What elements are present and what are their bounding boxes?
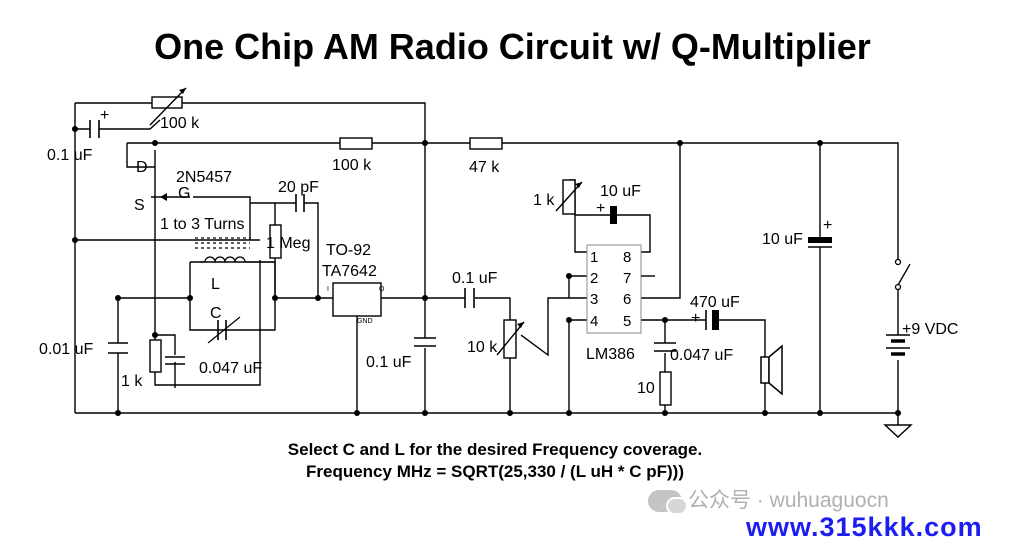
- page-title: One Chip AM Radio Circuit w/ Q-Multiplie…: [154, 26, 871, 67]
- r-100k-symbol: [339, 137, 373, 150]
- c-0047b-label: 0.047 uF: [670, 347, 733, 364]
- r-1meg-symbol: [269, 224, 282, 259]
- wechat-icon: [648, 490, 688, 516]
- coil-l-label: L: [211, 276, 220, 293]
- r-1k-symbol: [149, 339, 162, 373]
- c-01b-symbol: [414, 337, 436, 347]
- pot-1k-symbol: [555, 179, 583, 215]
- junctions: [72, 126, 901, 416]
- jfet-arrow: [160, 193, 167, 201]
- c-01c-label: 0.1 uF: [452, 270, 498, 287]
- ic1-label: TA7642: [322, 263, 377, 280]
- speaker-icon: [760, 344, 783, 396]
- coil-symbol: [195, 237, 275, 263]
- c-10uf-b-label: 10 uF: [762, 231, 803, 248]
- pin3-label: 3: [590, 291, 598, 308]
- pot-vol-label: 10 k: [467, 339, 498, 356]
- r-47k-symbol: [469, 137, 503, 150]
- pkg-label: TO-92: [326, 242, 371, 259]
- ic1-out-label: O: [379, 286, 385, 293]
- jfet-s-label: S: [134, 197, 145, 214]
- c-01c-symbol: [464, 288, 475, 308]
- c-20pf-label: 20 pF: [278, 179, 319, 196]
- note-line-2: Frequency MHz = SQRT(25,330 / (L uH * C …: [306, 462, 684, 481]
- r-10-symbol: [659, 371, 672, 406]
- pot-vol-symbol: [496, 319, 525, 359]
- c-001-label: 0.01 uF: [39, 341, 93, 358]
- c-0047b-symbol: [654, 342, 676, 352]
- c-10uf-a-plus: +: [596, 200, 605, 217]
- turns-label: 1 to 3 Turns: [160, 216, 245, 233]
- supply-label: +9 VDC: [902, 321, 958, 338]
- jfet-g-label: G: [178, 185, 190, 202]
- r-1meg-label: 1 Meg: [266, 235, 310, 252]
- c-0047a-symbol: [165, 356, 185, 365]
- c-0047a-label: 0.047 uF: [199, 360, 262, 377]
- ic1-gnd-label: GND: [357, 318, 373, 325]
- r-100k-label: 100 k: [332, 157, 372, 174]
- pin5-label: 5: [623, 313, 631, 330]
- input-cap-symbol: [89, 120, 100, 138]
- site-url[interactable]: www.315kkk.com: [746, 512, 983, 542]
- power-switch-icon[interactable]: [894, 258, 911, 291]
- pin1-label: 1: [590, 249, 598, 266]
- pot-q-symbol: [149, 87, 187, 126]
- ic2-label: LM386: [586, 346, 635, 363]
- watermark-text: 公众号 · wuhuaguocn: [688, 489, 889, 512]
- c-001-symbol: [108, 342, 128, 354]
- r-10-label: 10: [637, 380, 655, 397]
- c-10uf-a-symbol: [610, 206, 617, 224]
- pin8-label: 8: [623, 249, 631, 266]
- c-input-label: 0.1 uF: [47, 147, 93, 164]
- battery-icon: [886, 334, 910, 356]
- note-line-1: Select C and L for the desired Frequency…: [287, 440, 703, 459]
- var-cap-symbol: [207, 316, 241, 344]
- pin7-label: 7: [623, 270, 631, 287]
- ic1-in-label: I: [327, 286, 329, 293]
- pin2-label: 2: [590, 270, 598, 287]
- cap-c-label: C: [210, 305, 222, 322]
- c-20pf-symbol: [295, 194, 305, 212]
- c-10uf-b-symbol: [808, 237, 832, 248]
- c-10uf-b-plus: +: [823, 217, 832, 234]
- pin6-label: 6: [623, 291, 631, 308]
- watermark: 公众号 · wuhuaguocn: [648, 484, 889, 516]
- plus-mark: +: [100, 107, 109, 124]
- pot-q-label: 100 k: [160, 115, 200, 132]
- jfet-d-label: D: [136, 159, 148, 176]
- r-47k-label: 47 k: [469, 159, 500, 176]
- pin4-label: 4: [590, 313, 598, 330]
- c-10uf-a-label: 10 uF: [600, 183, 641, 200]
- ground-icon: [883, 424, 913, 438]
- c-470-label: 470 uF: [690, 294, 740, 311]
- c-470-plus: +: [691, 310, 700, 327]
- c-01b-label: 0.1 uF: [366, 354, 412, 371]
- ic1-body: [332, 282, 382, 317]
- pot-1k-label: 1 k: [533, 192, 555, 209]
- r-1k-label: 1 k: [121, 373, 143, 390]
- ic2-body: [586, 244, 642, 334]
- c-470-symbol: [705, 310, 719, 330]
- jfet-part-label: 2N5457: [176, 169, 232, 186]
